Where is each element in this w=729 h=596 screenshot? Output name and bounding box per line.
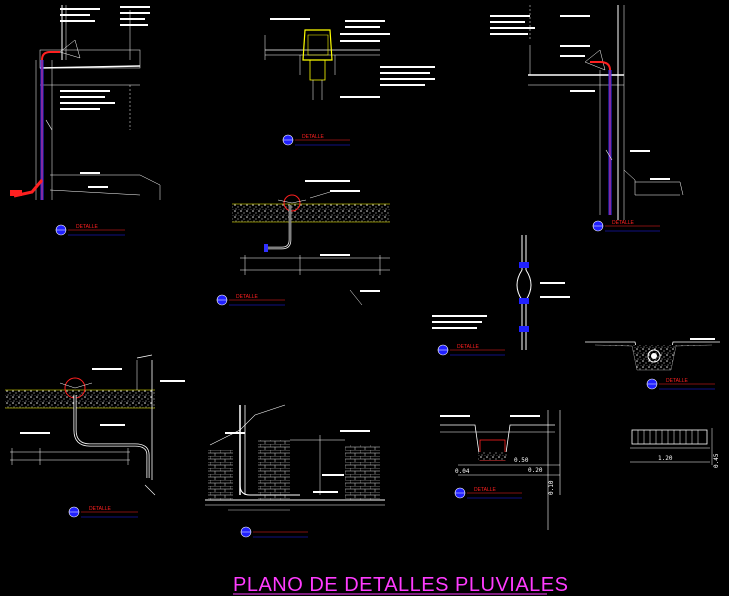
detail-marker-label: DETALLE (612, 220, 635, 226)
sheet-title-block: PLANO DE DETALLES PLUVIALES (233, 574, 568, 596)
dim-120: 1.20 (658, 455, 673, 462)
detail-4-gravel-drain (232, 180, 390, 306)
detail-marker-5[interactable]: DETALLE (437, 344, 505, 356)
detail-marker-label: DETALLE (457, 344, 480, 350)
detail-2-roof-drain (264, 18, 435, 100)
sheet-title: PLANO DE DETALLES PLUVIALES (233, 574, 568, 596)
detail-marker-label: DETALLE (302, 134, 325, 140)
detail-marker-6[interactable]: DETALLE (646, 378, 715, 390)
dim-010: 0.10 (548, 480, 555, 495)
dim-020: 0.20 (528, 467, 543, 474)
detail-marker-4[interactable]: DETALLE (216, 294, 285, 306)
detail-marker-label: DETALLE (89, 506, 112, 512)
detail-1-downpipe-wall (10, 5, 161, 200)
detail-marker-8[interactable] (240, 526, 308, 538)
detail-marker-label: DETALLE (236, 294, 259, 300)
detail-marker-2[interactable]: DETALLE (282, 134, 350, 146)
detail-3-downpipe-wall (490, 5, 684, 220)
detail-marker-1[interactable]: DETALLE (55, 224, 125, 236)
detail-7-gravel-roof-pipe (5, 354, 185, 496)
detail-marker-3[interactable]: DETALLE (592, 220, 660, 232)
detail-8-brick-manhole (205, 404, 385, 511)
detail-6-ditch-section (585, 338, 720, 371)
detail-marker-label: DETALLE (474, 487, 497, 493)
detail-10-grate-plan: 1.20 0.45 (630, 428, 720, 468)
dim-050: 0.50 (514, 457, 529, 464)
detail-5-pipe-offset (432, 235, 570, 350)
detail-9-trench-section: 0.04 0.50 0.20 0.10 (440, 410, 561, 530)
detail-marker-label: DETALLE (76, 224, 99, 230)
dim-045: 0.45 (713, 453, 720, 468)
detail-marker-9[interactable]: DETALLE (454, 487, 522, 499)
detail-marker-7[interactable]: DETALLE (68, 506, 138, 518)
detail-marker-label: DETALLE (666, 378, 689, 384)
dim-004: 0.04 (455, 468, 470, 475)
